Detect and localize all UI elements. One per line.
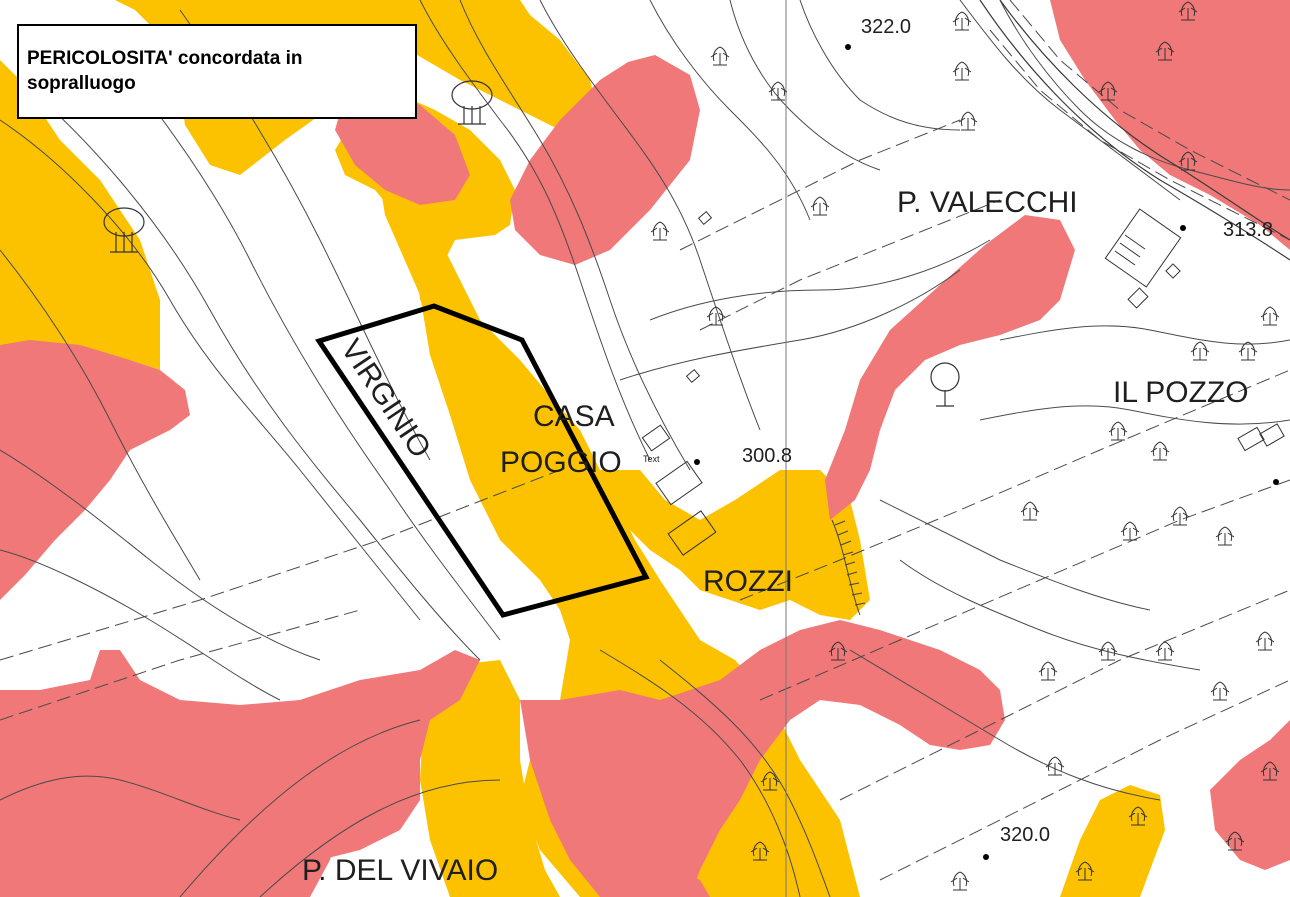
contour-line	[259, 779, 501, 897]
contour-line	[979, 405, 1290, 425]
building-icon	[641, 424, 717, 556]
contour-line	[0, 249, 201, 581]
hazard-zone-red	[0, 650, 480, 897]
elevation-point-icon	[845, 44, 851, 50]
tree-icon	[103, 207, 145, 253]
hazard-zone-orange	[1060, 785, 1165, 897]
contour-line	[879, 499, 1151, 611]
hazard-zone-red	[0, 340, 190, 600]
track-line	[839, 589, 1290, 801]
building-icon	[685, 211, 713, 383]
track-line	[759, 479, 1290, 701]
elevation-labels: 322.0 313.8 300.8 320.0	[742, 16, 1273, 846]
track-line	[0, 469, 561, 661]
building-icon	[1104, 208, 1182, 288]
label-p-valecchi: P. VALECCHI	[897, 186, 1078, 219]
contour-line	[729, 0, 881, 171]
hazard-zone-red	[620, 870, 710, 897]
contour-line	[419, 0, 651, 461]
hazard-zone-red	[1050, 0, 1290, 250]
contour-line	[459, 0, 691, 471]
contour-line	[649, 0, 811, 221]
track-line	[989, 29, 1290, 241]
elevation-label-322: 322.0	[861, 16, 911, 38]
scarp-ticks	[834, 520, 866, 606]
legend-title: PERICOLOSITA' concordata in sopralluogo	[27, 48, 303, 95]
contour-line	[899, 559, 1201, 671]
track-line	[679, 119, 961, 251]
elevation-label-313: 313.8	[1223, 219, 1273, 241]
legend-box: PERICOLOSITA' concordata in sopralluogo	[17, 24, 417, 119]
hazard-zone-red	[825, 215, 1075, 520]
hazard-zone-red	[180, 780, 340, 897]
elevation-points	[694, 44, 1279, 860]
hazard-zone-orange	[420, 660, 560, 897]
label-p-del-vivaio: P. DEL VIVAIO	[302, 854, 498, 887]
hazard-zone-red	[1210, 720, 1290, 870]
label-casa: CASA	[533, 400, 615, 433]
survey-area-boundary	[315, 303, 650, 618]
label-rozzi: ROZZI	[703, 565, 793, 598]
track-line	[699, 199, 1001, 331]
contour-line	[0, 775, 241, 821]
hazard-zone-orange	[600, 470, 870, 620]
track-line	[1009, 0, 1290, 201]
contour-line	[799, 0, 961, 131]
elevation-label-300: 300.8	[742, 445, 792, 467]
elevation-point-icon	[983, 854, 989, 860]
contour-line	[179, 719, 421, 897]
contour-line	[619, 269, 961, 381]
label-il-pozzo: IL POZZO	[1113, 376, 1249, 409]
contour-line	[599, 649, 801, 897]
canopy-symbols	[103, 80, 960, 407]
contour-line	[649, 239, 991, 321]
contour-line	[99, 39, 501, 641]
contour-line	[0, 549, 281, 701]
road	[979, 0, 1290, 261]
contour-line	[959, 0, 1181, 201]
hazard-zone-red	[520, 620, 1005, 897]
tree-icon	[451, 80, 493, 125]
contour-line	[0, 449, 321, 661]
hazard-zone-red	[510, 55, 700, 265]
hazard-zone-orange	[0, 60, 160, 390]
contour-line	[539, 0, 761, 431]
track-line	[879, 679, 1290, 881]
road-edge	[999, 0, 1290, 241]
label-poggio: POGGIO	[500, 446, 622, 479]
building-icon	[1237, 423, 1285, 452]
road-edge	[979, 0, 1290, 261]
contour-line	[659, 659, 831, 897]
tree-icon	[930, 362, 960, 407]
buildings	[641, 208, 1285, 556]
hazard-zone-orange	[0, 0, 600, 310]
track-line	[0, 609, 361, 721]
elevation-label-320: 320.0	[1000, 824, 1050, 846]
contour-line	[0, 119, 421, 621]
elevation-point-icon	[694, 459, 700, 465]
scarp-hatch	[831, 519, 866, 616]
contour-line	[849, 649, 1161, 801]
track-line	[739, 369, 1290, 601]
building-icon	[1127, 263, 1181, 309]
contour-line	[19, 79, 481, 661]
elevation-point-icon	[1180, 225, 1186, 231]
scarp-line	[831, 519, 861, 616]
elevation-point-icon	[1273, 479, 1279, 485]
contour-line	[999, 0, 1290, 191]
label-text-small: Text	[643, 454, 660, 464]
